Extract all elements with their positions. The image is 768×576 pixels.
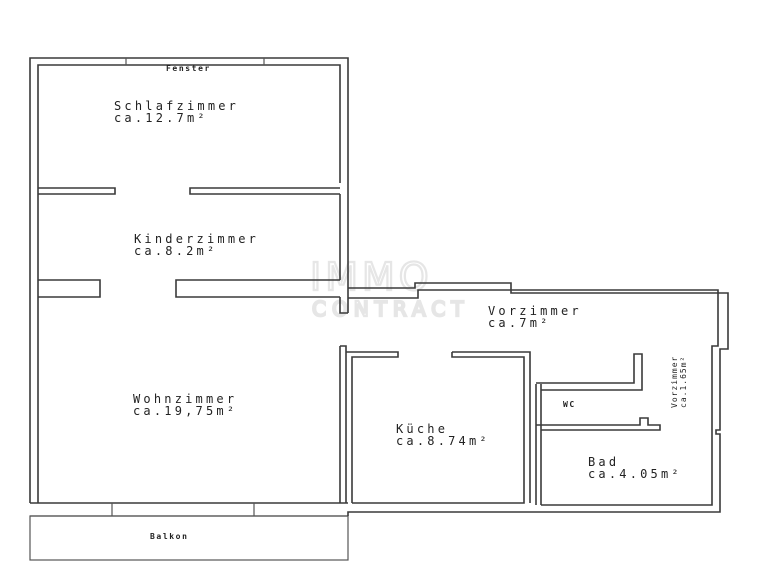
room-area-bad: ca.4.05m² bbox=[588, 467, 682, 481]
room-name-kinderzimmer: Kinderzimmer bbox=[134, 232, 259, 246]
watermark: IMMO CONTRACT bbox=[309, 254, 469, 322]
room-name-vorzimmer: Vorzimmer bbox=[488, 304, 582, 318]
room-name-bad: Bad bbox=[588, 455, 619, 469]
room-name-schlafzimmer: Schlafzimmer bbox=[114, 99, 239, 113]
room-name-wc: WC bbox=[563, 400, 576, 409]
balcony-label: Balkon bbox=[150, 532, 189, 541]
room-area-wohnzimmer: ca.19,75m² bbox=[133, 404, 237, 418]
room-area-vorzimmer: ca.7m² bbox=[488, 316, 551, 330]
room-name-kueche: Küche bbox=[396, 422, 448, 436]
room-area-vorzimmer-small: ca.1.65m² bbox=[679, 356, 688, 408]
room-area-kueche: ca.8.74m² bbox=[396, 434, 490, 448]
labels: Fenster Schlafzimmer ca.12.7m² Kinderzim… bbox=[114, 64, 688, 541]
room-area-kinderzimmer: ca.8.2m² bbox=[134, 244, 217, 258]
watermark-line1: IMMO bbox=[310, 255, 433, 299]
watermark-line2: CONTRACT bbox=[312, 297, 469, 321]
room-area-schlafzimmer: ca.12.7m² bbox=[114, 111, 208, 125]
left-block-walls bbox=[29, 57, 349, 561]
room-name-wohnzimmer: Wohnzimmer bbox=[133, 392, 237, 406]
right-block-walls bbox=[346, 282, 729, 516]
room-name-vorzimmer-small: Vorzimmer bbox=[670, 356, 679, 408]
window-label: Fenster bbox=[166, 64, 211, 73]
